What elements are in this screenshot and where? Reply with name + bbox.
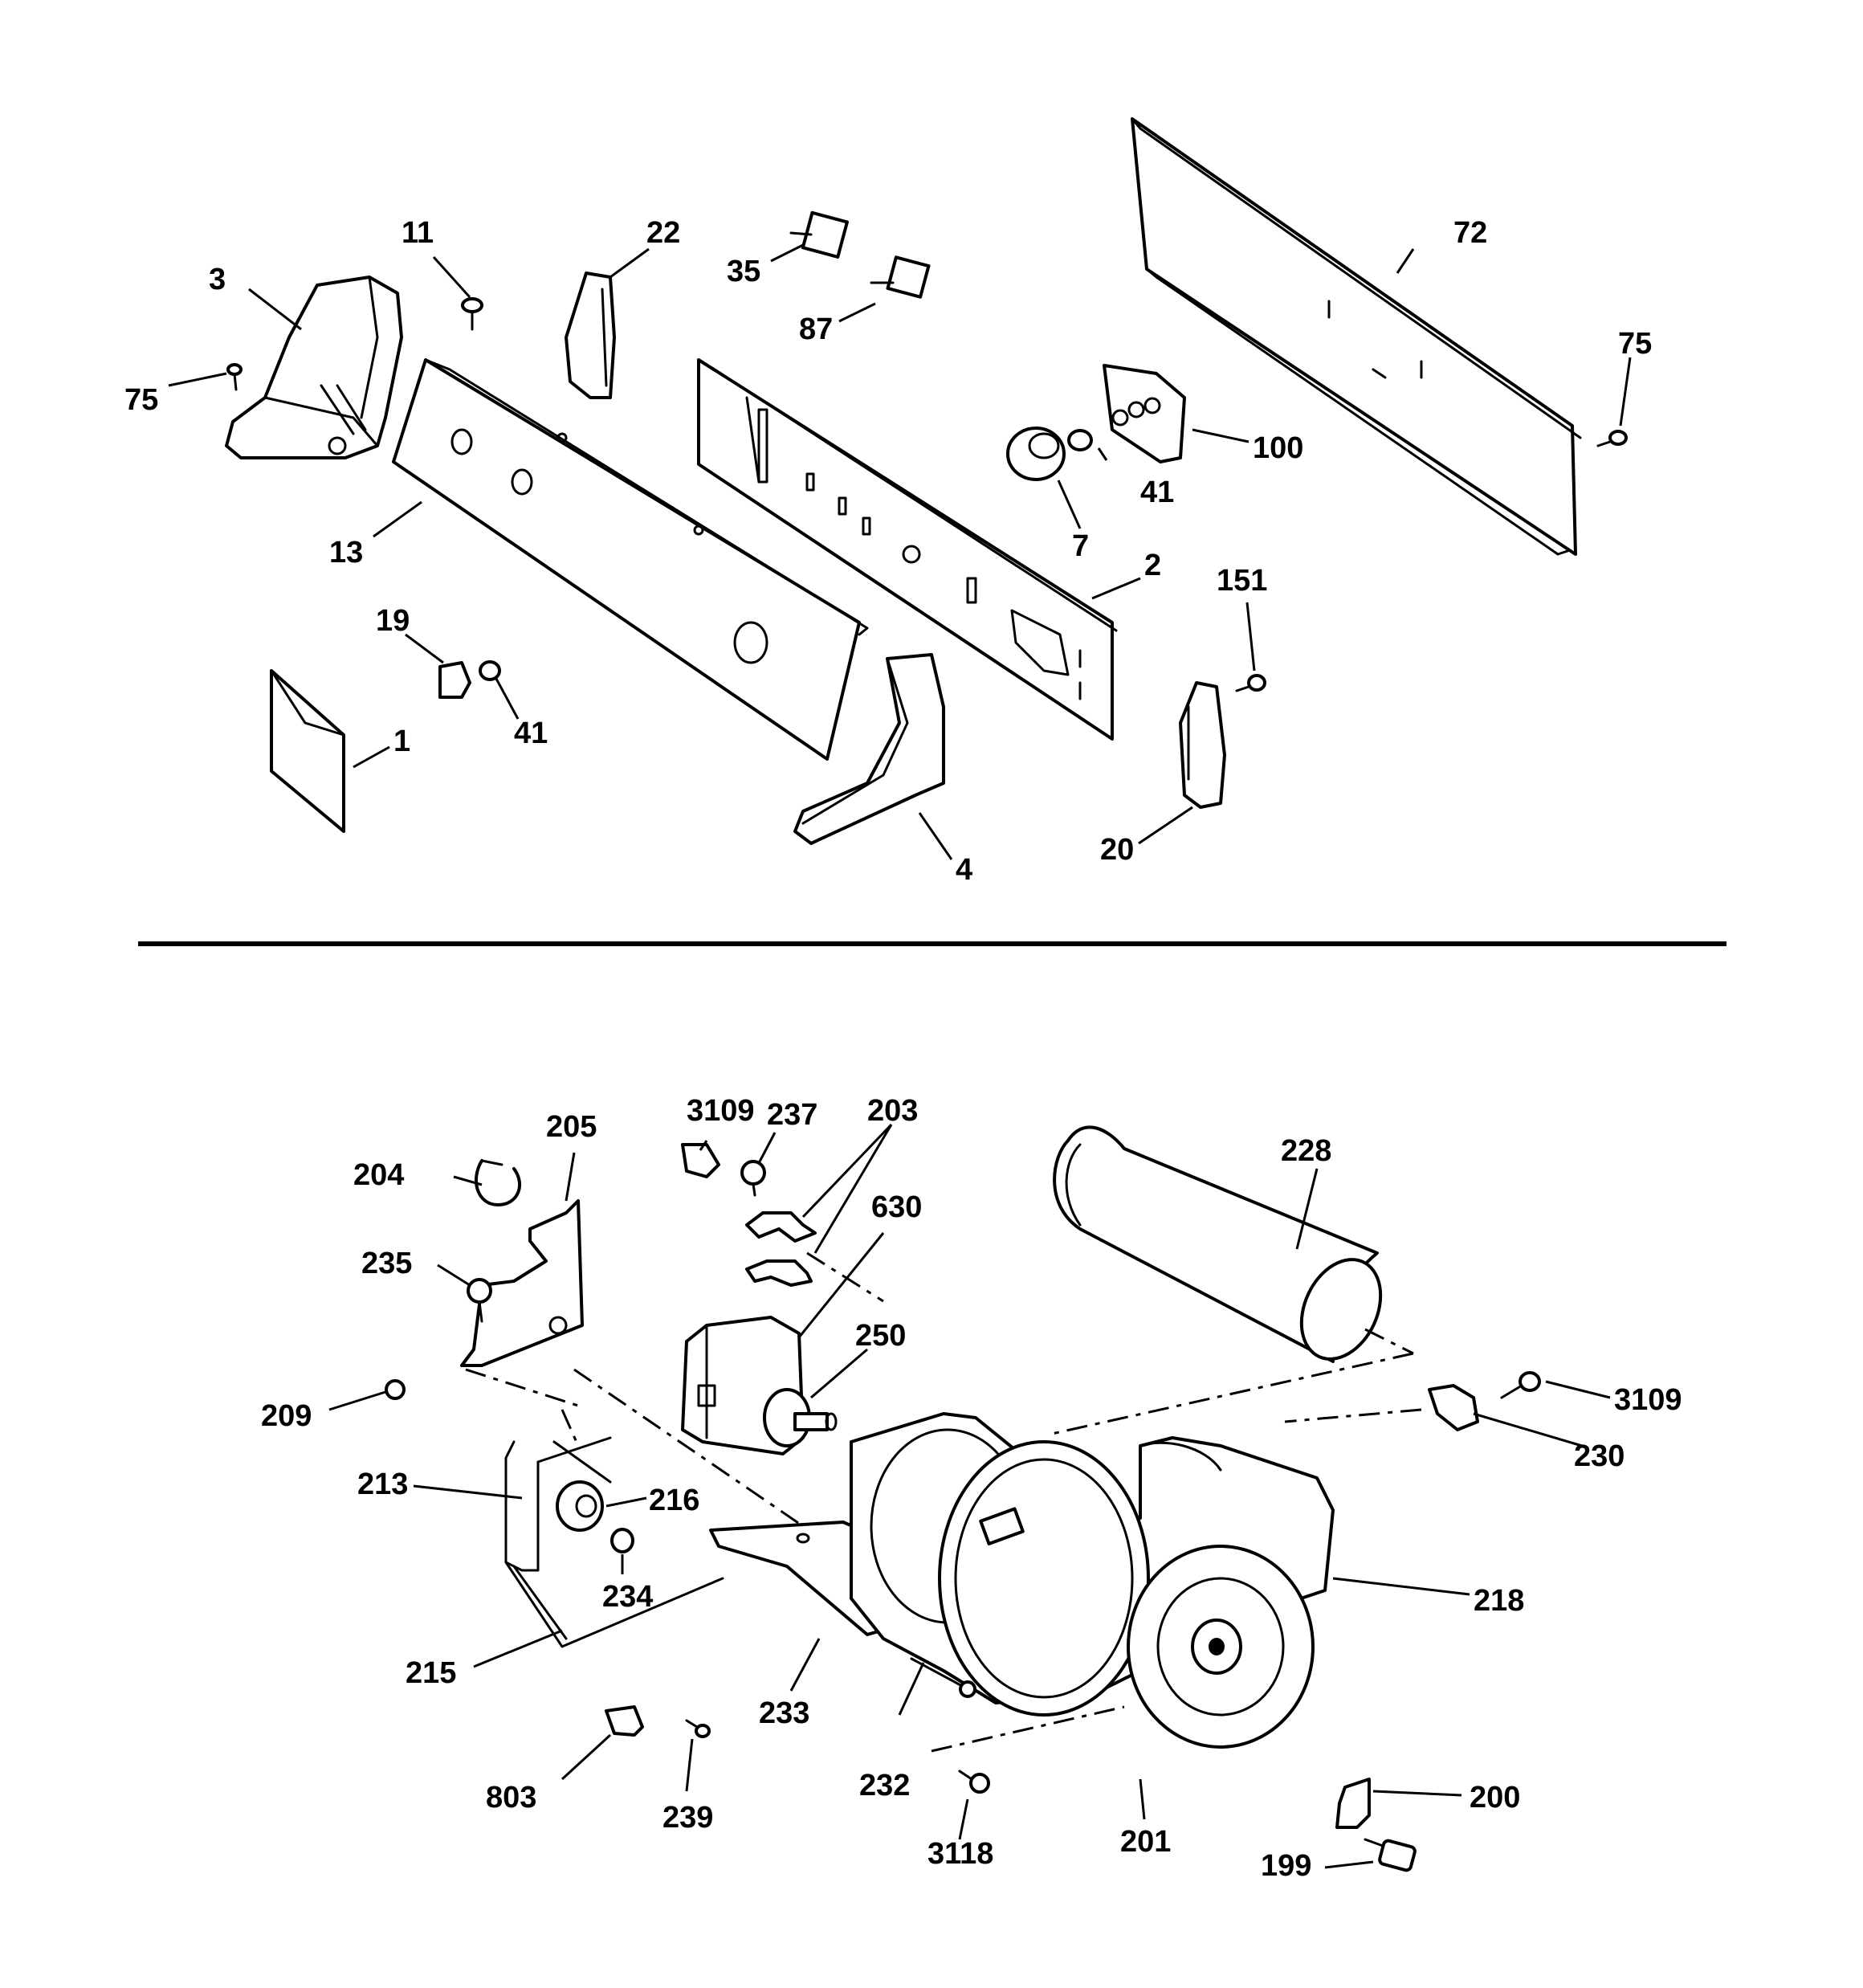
callout-151: 151: [1217, 564, 1267, 598]
thermostat-alignment-line: [1284, 1408, 1422, 1423]
callout-11: 11: [402, 216, 434, 250]
callout-22: 22: [646, 216, 680, 250]
lower-leader-lines: [328, 1132, 1611, 1869]
callout-1: 1: [393, 725, 410, 758]
callout-7: 7: [1072, 529, 1089, 563]
callout-218: 218: [1474, 1584, 1524, 1618]
callout-3109-left: 3109: [687, 1094, 755, 1128]
callout-209: 209: [261, 1399, 312, 1433]
part-218-duct-ring: [938, 1440, 1150, 1717]
rod-alignment-line: [561, 1409, 580, 1447]
part-232-screw: [910, 1657, 976, 1698]
callout-200: 200: [1470, 1781, 1520, 1815]
part-41-spacer-lower: [479, 660, 501, 681]
callout-235: 235: [361, 1247, 412, 1280]
callout-201: 201: [1120, 1825, 1171, 1859]
callout-20: 20: [1100, 833, 1134, 867]
part-3109-screw-right: [1500, 1371, 1541, 1399]
callout-228: 228: [1281, 1134, 1331, 1168]
callout-215: 215: [406, 1656, 456, 1690]
callout-203: 203: [867, 1094, 918, 1128]
wheel-alignment-line: [931, 1705, 1125, 1753]
part-203-clips: [745, 1123, 893, 1303]
part-803-clip: [605, 1705, 644, 1737]
part-200-bracket: [1335, 1778, 1371, 1829]
part-204-clamp: [474, 1159, 522, 1206]
part-151-screw: [1235, 674, 1266, 692]
callout-230: 230: [1574, 1439, 1625, 1473]
part-11-screw: [461, 297, 483, 331]
callout-239: 239: [662, 1801, 713, 1835]
part-205-motor-bracket: [460, 1199, 584, 1367]
callout-100: 100: [1253, 431, 1303, 465]
part-250-motor-shaft: [763, 1388, 838, 1447]
callout-237: 237: [767, 1098, 817, 1132]
part-230-thermostat: [1428, 1384, 1479, 1431]
part-20-side-trim: [1179, 681, 1226, 809]
callout-803: 803: [486, 1781, 536, 1815]
callout-72: 72: [1453, 216, 1487, 250]
part-72-rear-panel: [1131, 117, 1582, 556]
callout-234: 234: [602, 1580, 653, 1614]
callout-216: 216: [649, 1484, 699, 1517]
part-75-screw-right: [1596, 430, 1628, 447]
callout-41-upper: 41: [1140, 476, 1174, 509]
callout-3118: 3118: [927, 1837, 993, 1871]
callout-205: 205: [546, 1110, 597, 1144]
callout-4: 4: [956, 853, 972, 887]
callout-3109-right: 3109: [1614, 1383, 1682, 1417]
callout-35: 35: [727, 255, 760, 288]
part-2-control-bracket: [697, 358, 1118, 741]
callout-87: 87: [799, 312, 833, 346]
callout-204: 204: [353, 1158, 404, 1192]
part-216-pulley: [556, 1480, 604, 1532]
part-100-timer: [1103, 364, 1186, 463]
part-234-nut: [610, 1528, 634, 1553]
callout-19: 19: [376, 604, 410, 638]
part-22-side-trim: [565, 271, 616, 399]
part-7-knob: [1006, 427, 1066, 481]
callout-630: 630: [871, 1190, 922, 1224]
part-3118-screw: [958, 1770, 990, 1794]
bracket-alignment-line: [465, 1368, 579, 1407]
callout-232: 232: [859, 1769, 910, 1802]
duct-alignment-line: [1051, 1352, 1414, 1435]
callout-2: 2: [1144, 549, 1161, 582]
part-4-right-end-cap: [793, 653, 945, 845]
part-41-spacer: [1067, 429, 1093, 451]
drive-blower-section: 205 3109 237 203 228 204 630 235 250 310…: [261, 1094, 1682, 1883]
part-199-bolt: [1364, 1838, 1417, 1872]
callout-13: 13: [329, 536, 363, 569]
callout-213: 213: [357, 1468, 408, 1501]
callout-75-left: 75: [124, 383, 158, 417]
callout-199: 199: [1261, 1849, 1311, 1883]
part-209-nut: [385, 1379, 406, 1400]
callout-41-lower: 41: [514, 716, 548, 750]
part-201-blower-wheel: [1127, 1545, 1315, 1749]
part-3-left-end-cap: [225, 276, 403, 459]
part-13-front-control-panel: [392, 358, 869, 761]
upper-leader-lines: [168, 243, 1632, 860]
part-237-screw: [740, 1160, 766, 1197]
callout-233: 233: [759, 1696, 809, 1730]
part-19-knob: [438, 661, 471, 699]
part-239-screw: [685, 1719, 711, 1738]
part-87-clip: [870, 255, 931, 299]
part-228-exhaust-duct: [1053, 1125, 1414, 1363]
callout-3: 3: [209, 263, 226, 296]
part-1-literature: [270, 669, 345, 833]
part-235-screw: [467, 1278, 492, 1323]
motor-alignment-line: [573, 1368, 804, 1528]
part-215-rod: [504, 1561, 724, 1648]
control-panel-section: 3 11 22 35 87 72 75 75 100 41 7 2 13 151…: [124, 117, 1652, 887]
part-75-screw: [226, 363, 243, 391]
part-35-clip: [789, 210, 849, 259]
callout-250: 250: [855, 1319, 906, 1353]
callout-75-right: 75: [1618, 327, 1652, 361]
